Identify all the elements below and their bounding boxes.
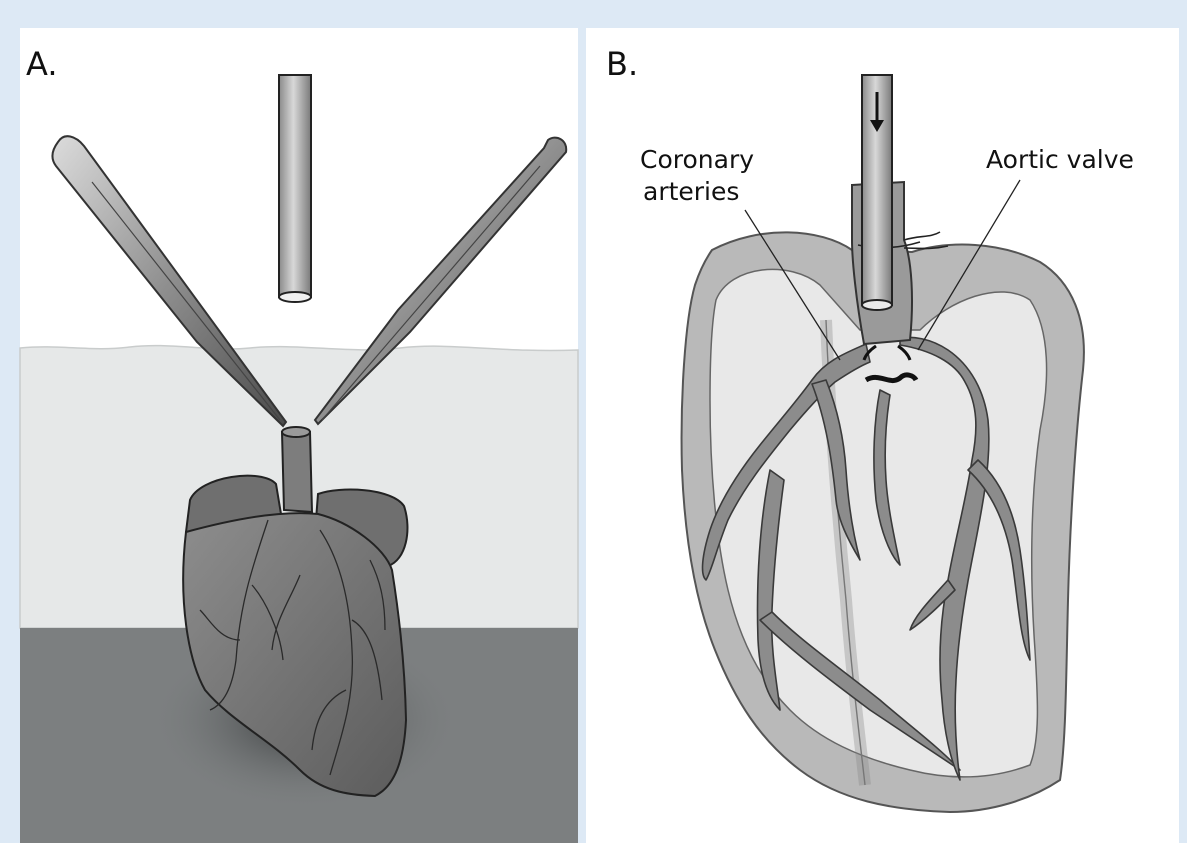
cannula-icon (279, 75, 311, 302)
aorta-stub (282, 432, 312, 512)
callout-coronary-line2: arteries (643, 177, 739, 206)
callout-coronary-line1: Coronary (640, 145, 754, 174)
panel-a: A. (20, 28, 578, 843)
panel-a-label: A. (26, 45, 58, 83)
callout-aortic-valve: Aortic valve (986, 145, 1134, 174)
panel-b: B. Coronary arteries Aortic valve (586, 28, 1179, 843)
panel-b-label: B. (606, 45, 638, 83)
